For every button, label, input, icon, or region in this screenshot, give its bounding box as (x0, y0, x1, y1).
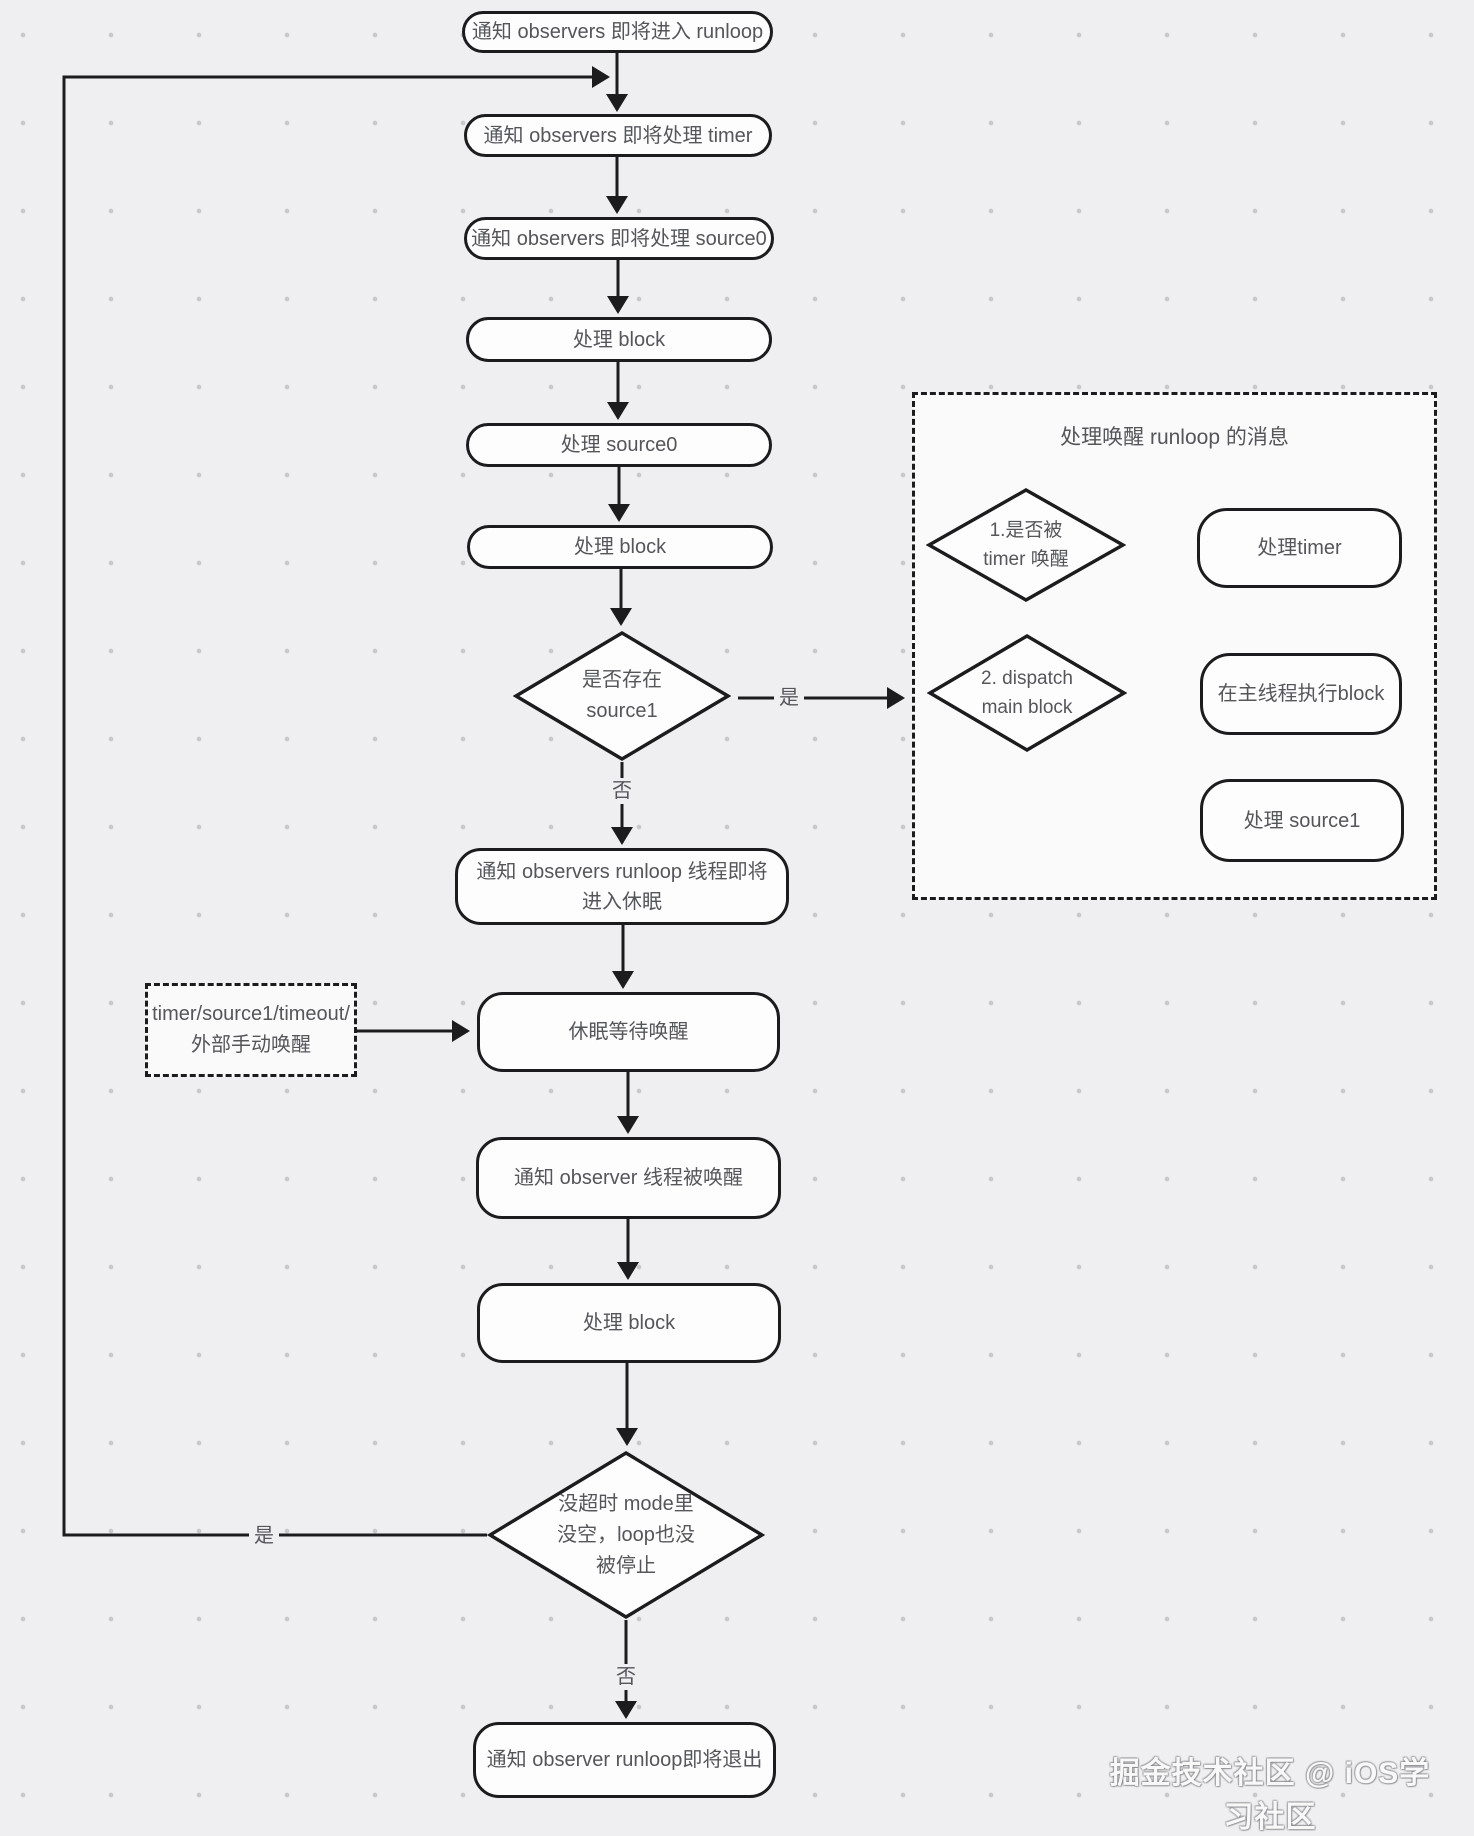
decision-loop-continue-label: 没超时 mode里 没空，loop也没 被停止 (557, 1492, 695, 1577)
node-handle-source1: 处理 source1 (1200, 779, 1404, 862)
decision-has-source1-label: 是否存在 source1 (582, 669, 662, 722)
decision-has-source1: 是否存在 source1 (513, 630, 731, 762)
edge-label-no-source1: 否 (607, 778, 637, 804)
node-will-process-source0: 通知 observers 即将处理 source0 (464, 217, 774, 260)
decision-timer-woke-label: 1.是否被 timer 唤醒 (983, 519, 1069, 570)
edge-label-yes-loop: 是 (249, 1523, 279, 1549)
node-handle-timer: 处理timer (1197, 508, 1402, 588)
node-will-exit: 通知 observer runloop即将退出 (473, 1722, 776, 1798)
decision-loop-continue: 没超时 mode里 没空，loop也没 被停止 (487, 1450, 765, 1620)
node-will-sleep: 通知 observers runloop 线程即将 进入休眠 (455, 848, 789, 925)
edge-label-yes-source1: 是 (774, 685, 804, 711)
node-wake-sources: timer/source1/timeout/ 外部手动唤醒 (145, 983, 357, 1077)
decision-dispatch-main-block-shape (927, 634, 1127, 752)
decision-loop-continue-shape (487, 1451, 765, 1619)
node-process-block-1: 处理 block (466, 317, 772, 362)
node-sleep-wait: 休眠等待唤醒 (477, 992, 780, 1072)
decision-dispatch-main-block: 2. dispatch main block (927, 633, 1127, 753)
watermark: 掘金技术社区 @ iOS学习社区 (1109, 1757, 1431, 1834)
decision-timer-woke-shape (926, 488, 1126, 602)
edge-label-no-loop: 否 (611, 1664, 641, 1690)
node-process-block-3: 处理 block (477, 1283, 781, 1363)
node-thread-woken: 通知 observer 线程被唤醒 (476, 1137, 781, 1219)
wake-message-group-title: 处理唤醒 runloop 的消息 (1060, 426, 1289, 449)
node-process-block-2: 处理 block (467, 525, 773, 569)
node-main-thread-block: 在主线程执行block (1200, 653, 1402, 735)
node-enter-runloop: 通知 observers 即将进入 runloop (462, 11, 773, 53)
decision-dispatch-main-block-label: 2. dispatch main block (981, 667, 1073, 718)
node-will-process-timer: 通知 observers 即将处理 timer (464, 114, 772, 157)
decision-timer-woke: 1.是否被 timer 唤醒 (926, 487, 1126, 603)
decision-has-source1-shape (513, 631, 731, 761)
node-process-source0: 处理 source0 (466, 423, 772, 467)
